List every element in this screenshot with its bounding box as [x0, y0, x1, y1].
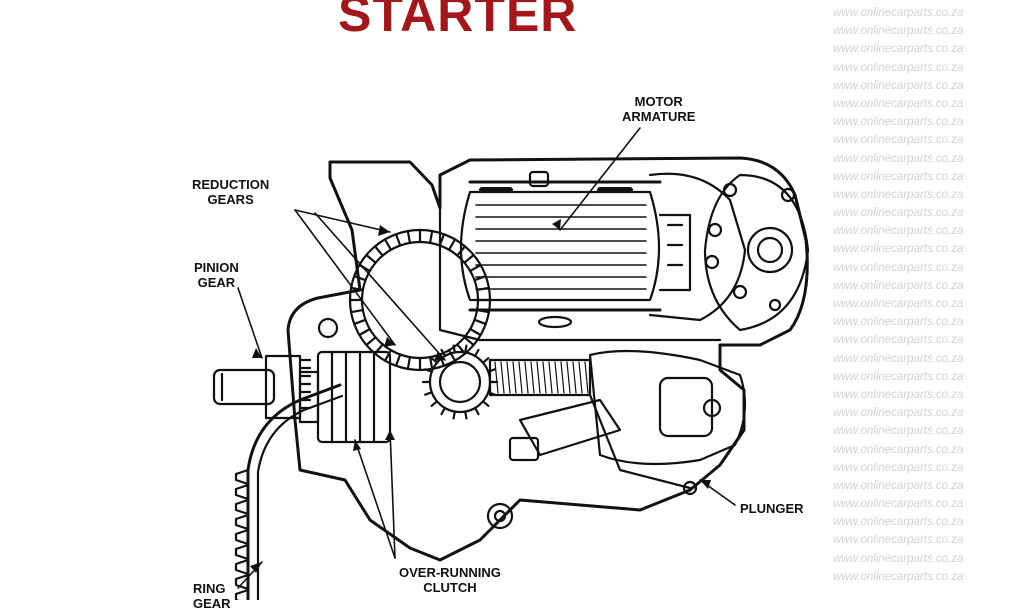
watermark-column: www.onlinecarparts.co.za www.onlinecarpar…	[833, 4, 1003, 586]
reduction-gears-drawing	[348, 228, 499, 420]
watermark-line: www.onlinecarparts.co.za	[833, 570, 964, 583]
label-motor-armature: MOTOR ARMATURE	[622, 94, 695, 124]
label-pinion-gear: PINION GEAR	[194, 260, 239, 290]
watermark-line: www.onlinecarparts.co.za	[833, 352, 964, 365]
watermark-line: www.onlinecarparts.co.za	[833, 134, 964, 147]
watermark-line: www.onlinecarparts.co.za	[833, 43, 964, 56]
label-plunger-line-1: PLUNGER	[740, 501, 804, 516]
watermark-line: www.onlinecarparts.co.za	[833, 316, 964, 329]
watermark-line: www.onlinecarparts.co.za	[833, 261, 964, 274]
watermark-line: www.onlinecarparts.co.za	[833, 225, 964, 238]
watermark-line: www.onlinecarparts.co.za	[833, 79, 964, 92]
watermark-line: www.onlinecarparts.co.za	[833, 388, 964, 401]
label-ring-gear-line-2: GEAR	[193, 596, 231, 611]
watermark-line: www.onlinecarparts.co.za	[833, 25, 964, 38]
plunger-drawing	[488, 349, 747, 496]
label-reduction-gears-line-1: REDUCTION	[192, 177, 270, 192]
watermark-line: www.onlinecarparts.co.za	[833, 298, 964, 310]
watermark-line: www.onlinecarparts.co.za	[833, 7, 964, 19]
watermark-line: www.onlinecarparts.co.za	[833, 407, 964, 420]
label-ring-gear-line-1: RING	[193, 581, 226, 596]
watermark-line: www.onlinecarparts.co.za	[833, 61, 964, 74]
watermark-line: www.onlinecarparts.co.za	[833, 207, 964, 220]
watermark-line: www.onlinecarparts.co.za	[833, 461, 964, 474]
leader-lines	[237, 127, 736, 589]
label-pinion-gear-line-1: PINION	[194, 260, 239, 275]
over-running-clutch-drawing	[298, 350, 392, 444]
watermark-line: www.onlinecarparts.co.za	[833, 243, 964, 256]
label-ring-gear: RING GEAR	[193, 581, 231, 611]
watermark-line: www.onlinecarparts.co.za	[833, 552, 964, 565]
motor-armature-drawing	[459, 170, 662, 329]
label-plunger: PLUNGER	[740, 501, 804, 516]
watermark-line: www.onlinecarparts.co.za	[833, 188, 964, 201]
label-motor-armature-line-1: MOTOR	[634, 94, 683, 109]
watermark-line: www.onlinecarparts.co.za	[833, 334, 964, 347]
watermark-line: www.onlinecarparts.co.za	[833, 479, 964, 492]
label-over-running-clutch-line-2: CLUTCH	[423, 580, 477, 595]
watermark-line: www.onlinecarparts.co.za	[833, 97, 964, 110]
watermark-line: www.onlinecarparts.co.za	[833, 534, 964, 547]
watermark-line: www.onlinecarparts.co.za	[833, 498, 964, 511]
watermark-line: www.onlinecarparts.co.za	[833, 279, 964, 292]
watermark-line: www.onlinecarparts.co.za	[833, 170, 964, 183]
ring-gear-drawing	[234, 383, 344, 600]
page-title: STARTER	[338, 0, 578, 42]
label-motor-armature-line-2: ARMATURE	[622, 109, 696, 124]
commutator-end-drawing	[648, 172, 810, 332]
label-reduction-gears: REDUCTION GEARS	[192, 177, 269, 207]
watermark-line: www.onlinecarparts.co.za	[833, 116, 964, 129]
watermark-line: www.onlinecarparts.co.za	[833, 152, 964, 165]
watermark-line: www.onlinecarparts.co.za	[833, 425, 964, 438]
watermark-line: www.onlinecarparts.co.za	[833, 516, 964, 529]
label-reduction-gears-line-2: GEARS	[207, 192, 254, 207]
label-pinion-gear-line-2: GEAR	[197, 275, 236, 290]
label-over-running-clutch: OVER-RUNNING CLUTCH	[399, 565, 501, 595]
watermark-line: www.onlinecarparts.co.za	[833, 370, 964, 383]
label-over-running-clutch-line-1: OVER-RUNNING	[399, 565, 501, 580]
watermark-line: www.onlinecarparts.co.za	[833, 443, 964, 456]
